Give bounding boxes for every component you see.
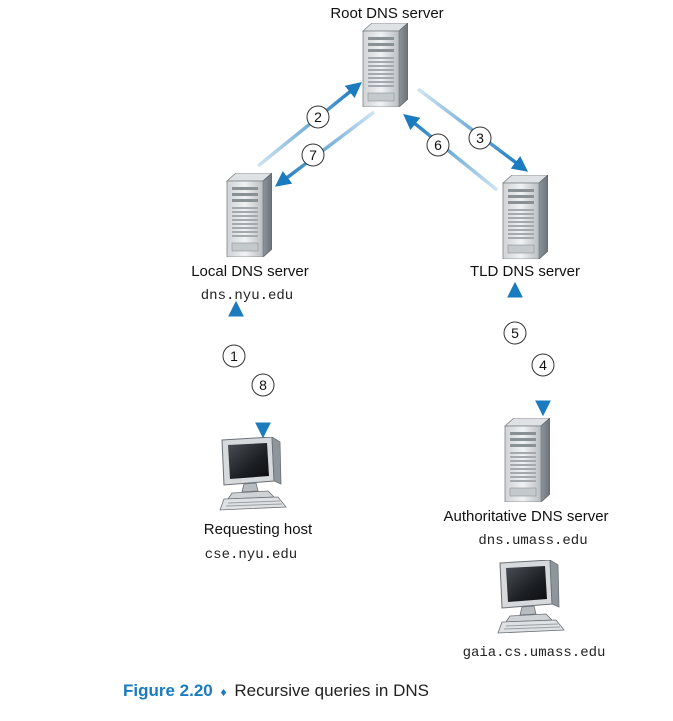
arrow-6 bbox=[403, 114, 499, 192]
figure-caption: Figure 2.20 ♦ Recursive queries in DNS bbox=[123, 681, 429, 701]
requesting-hostname: cse.nyu.edu bbox=[205, 547, 297, 563]
authoritative-dns-hostname: dns.umass.edu bbox=[478, 533, 587, 549]
root-dns-server-icon bbox=[362, 23, 408, 107]
gaia-hostname: gaia.cs.umass.edu bbox=[463, 645, 606, 661]
svg-text:1: 1 bbox=[230, 348, 238, 364]
gaia-host-computer-icon bbox=[497, 560, 565, 634]
arrow-2 bbox=[256, 82, 362, 168]
step-badge-4: 4 bbox=[531, 353, 555, 377]
step-badge-3: 3 bbox=[468, 126, 492, 150]
step-badge-1: 1 bbox=[222, 344, 246, 368]
local-dns-hostname: dns.nyu.edu bbox=[201, 288, 293, 304]
step-badge-5: 5 bbox=[503, 321, 527, 345]
requesting-host-label: Requesting host bbox=[204, 521, 313, 538]
arrow-7 bbox=[274, 110, 376, 187]
step-badge-6: 6 bbox=[426, 133, 450, 157]
tld-dns-server-label: TLD DNS server bbox=[470, 263, 580, 280]
svg-text:3: 3 bbox=[476, 130, 484, 146]
caption-bullet: ♦ bbox=[220, 685, 227, 699]
local-dns-server-icon bbox=[226, 173, 272, 257]
step-badge-2: 2 bbox=[306, 105, 330, 129]
figure-number: Figure 2.20 bbox=[123, 681, 213, 700]
caption-text: Recursive queries in DNS bbox=[234, 681, 429, 700]
requesting-host-computer-icon bbox=[219, 437, 287, 511]
authoritative-dns-server-icon bbox=[504, 418, 550, 502]
svg-text:4: 4 bbox=[539, 357, 547, 373]
root-dns-server-label: Root DNS server bbox=[330, 5, 443, 22]
svg-text:8: 8 bbox=[259, 377, 267, 393]
step-badge-7: 7 bbox=[301, 143, 325, 167]
local-dns-server-label: Local DNS server bbox=[191, 263, 309, 280]
authoritative-dns-server-label: Authoritative DNS server bbox=[443, 508, 608, 525]
tld-dns-server-icon bbox=[502, 175, 548, 259]
svg-text:6: 6 bbox=[434, 137, 442, 153]
svg-text:2: 2 bbox=[314, 109, 322, 125]
svg-text:7: 7 bbox=[309, 147, 317, 163]
arrow-3 bbox=[416, 87, 529, 172]
svg-text:5: 5 bbox=[511, 325, 519, 341]
step-badge-8: 8 bbox=[251, 373, 275, 397]
